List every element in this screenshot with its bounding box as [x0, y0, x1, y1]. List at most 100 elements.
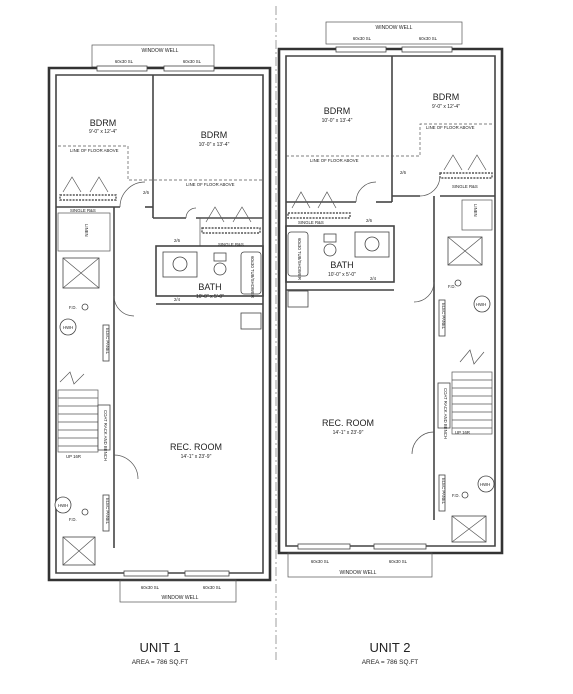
unit-area: AREA = 786 SQ.FT: [362, 659, 419, 666]
door-size: 2/4: [370, 276, 377, 281]
electric-panel: [438, 299, 446, 337]
door-swing: [113, 295, 135, 317]
floor-drain: [461, 491, 469, 499]
room-size: 10'-0" x 13'-4": [199, 142, 230, 148]
window: [335, 46, 387, 53]
coat-rack-label: COAT RACK AND BENCH: [103, 410, 108, 461]
bath-room: [155, 245, 264, 297]
toilet-tank: [213, 252, 227, 262]
exterior-wall: [285, 55, 496, 547]
tub-label: 60x30 TUB/SHOWER: [250, 256, 255, 298]
line-of-floor-above: [58, 145, 263, 181]
note-line-floor-above: LINE OF FLOOR ABOVE: [70, 148, 119, 153]
room-size: 10'-0" x 13'-4": [322, 118, 353, 124]
window-label: 60x30 SL: [203, 585, 222, 590]
shelf: [201, 227, 261, 234]
panel-label: ELEC PANEL: [441, 478, 446, 505]
room-name: BDRM: [90, 118, 117, 128]
hwh-tank: [54, 496, 72, 514]
door-size: 2/6: [400, 170, 407, 175]
coat-rack: [437, 382, 451, 429]
shower-x: [447, 236, 483, 266]
shelf: [439, 172, 493, 179]
window: [163, 65, 215, 72]
panel-label: ELEC PANEL: [105, 498, 110, 525]
stair-label: UP 16R: [455, 430, 470, 435]
bath-room: [285, 225, 395, 283]
note-fd: F.D.: [69, 517, 77, 522]
window: [96, 65, 148, 72]
window: [123, 570, 169, 577]
door-swing: [411, 431, 435, 455]
note-line-floor-above: LINE OF FLOOR ABOVE: [426, 125, 475, 130]
bifold-door: [291, 191, 337, 209]
linen-closet: [461, 199, 493, 231]
door-swing: [185, 207, 197, 219]
room-name: REC. ROOM: [170, 442, 222, 452]
note-hwh: HWH: [480, 482, 490, 487]
window-well-bottom: [119, 579, 237, 603]
note-hwh: HWH: [63, 325, 73, 330]
stair-break: [59, 371, 85, 385]
unit-title: UNIT 1: [140, 640, 181, 655]
floor-drain: [81, 303, 89, 311]
note-fd: F.D.: [69, 305, 77, 310]
door-size: 2/4: [174, 297, 181, 302]
window: [373, 543, 427, 550]
stair: [451, 371, 493, 435]
note-fd: F.D.: [448, 284, 456, 289]
note-linen: LINEN: [473, 204, 478, 217]
door-swing: [119, 181, 146, 208]
unit-title: UNIT 2: [370, 640, 411, 655]
room-name: BDRM: [201, 130, 228, 140]
bathtub: [287, 231, 309, 277]
electric-panel: [102, 494, 110, 532]
bifold-door: [205, 206, 252, 223]
window-well-top: [325, 21, 463, 45]
room-name: BDRM: [324, 106, 351, 116]
door-swing: [113, 454, 139, 480]
window-label: 60x30 SL: [353, 36, 372, 41]
note-line-floor-above: LINE OF FLOOR ABOVE: [310, 158, 359, 163]
shelf: [59, 194, 117, 201]
note-single-rs: SINGLE R&S: [70, 208, 96, 213]
sink: [364, 236, 380, 252]
shower-x: [62, 536, 96, 566]
exterior-wall: [47, 66, 272, 582]
room-name: BDRM: [433, 92, 460, 102]
unit-1-plan: WINDOW WELL 60x30 SL 60x30 SL 60x30: [47, 44, 272, 666]
room-name: BATH: [330, 260, 353, 270]
unit-area: AREA = 786 SQ.FT: [132, 659, 189, 666]
stair-break: [459, 349, 485, 365]
window-well-top-label: WINDOW WELL: [376, 25, 413, 31]
electric-panel: [438, 474, 446, 512]
exterior-wall: [55, 74, 264, 574]
room-size: 9'-0" x 12'-4": [89, 129, 117, 135]
window-well-bottom: [287, 552, 433, 578]
window-label: 60x30 SL: [115, 59, 134, 64]
door-swing: [419, 175, 441, 197]
toilet-tank: [323, 233, 337, 243]
note-fd: F.D.: [452, 493, 460, 498]
panel-label: ELEC PANEL: [441, 303, 446, 330]
window-well-bottom-label: WINDOW WELL: [340, 570, 377, 576]
window-well-top-label: WINDOW WELL: [142, 48, 179, 54]
room-size: 10'-0" x 5'-0": [196, 294, 224, 300]
bifold-door: [62, 176, 109, 193]
bathtub: [240, 251, 262, 295]
tub-label: 60x30 TUB/SHOWER: [297, 238, 302, 280]
shower-drain: [287, 290, 309, 308]
note-hwh: HWH: [476, 302, 486, 307]
window-label: 60x30 SL: [141, 585, 160, 590]
note-single-rs: SINGLE R&S: [452, 184, 478, 189]
window-label: 60x30 SL: [311, 559, 330, 564]
door-swing: [413, 281, 435, 303]
toilet: [323, 243, 337, 257]
linen-closet: [57, 212, 111, 252]
unit-2-plan: WINDOW WELL 60x30 SL 60x30 SL 60x30 TUB/…: [277, 21, 504, 666]
panel-label: ELEC PANEL: [105, 328, 110, 355]
coat-rack-label: COAT RACK AND BENCH: [443, 388, 448, 439]
stair: [57, 389, 99, 453]
stair-label: UP 16R: [66, 454, 81, 459]
